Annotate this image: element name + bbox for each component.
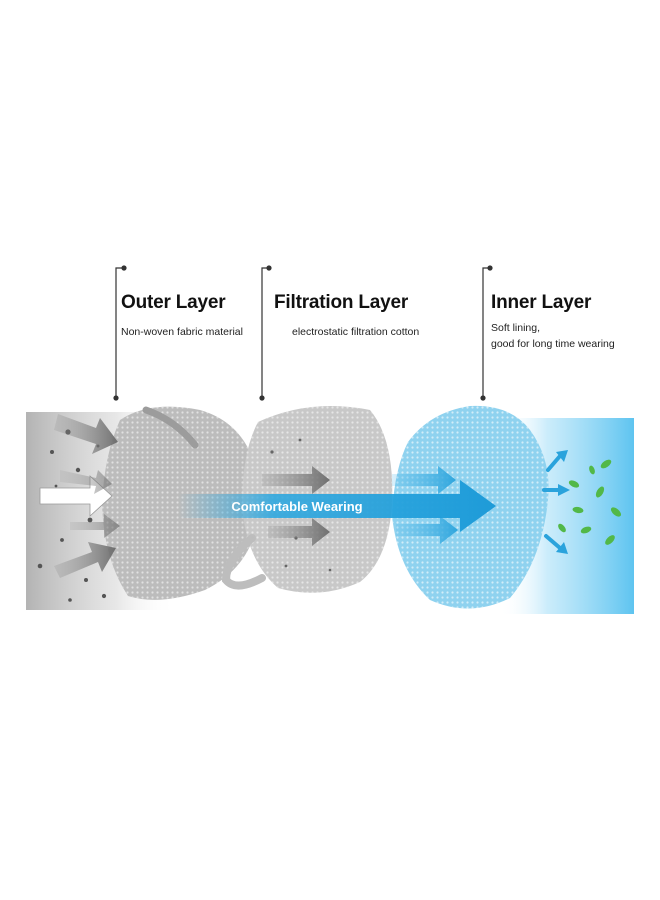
inner-layer-label: Inner Layer Soft lining, good for long t… xyxy=(491,292,615,352)
leaf-icon xyxy=(558,523,566,533)
arrow-in-5 xyxy=(70,514,120,538)
leader-line-filter xyxy=(261,267,269,398)
outer-layer-desc: Non-woven fabric material xyxy=(121,324,243,340)
arrow-in-1 xyxy=(54,414,118,454)
arrow-in-4 xyxy=(60,470,112,494)
inner-layer-desc-line-1: Soft lining, xyxy=(491,322,541,334)
flow-label: Comfortable Wearing xyxy=(231,499,362,514)
leaf-icon xyxy=(580,526,592,534)
leaf-icon xyxy=(572,506,584,514)
leaf-icon xyxy=(600,459,612,469)
filtration-layer-title: Filtration Layer xyxy=(274,292,409,313)
outer-layer-label: Outer Layer Non-woven fabric material xyxy=(121,292,243,340)
outer-layer-desc-line: Non-woven fabric material xyxy=(121,326,243,338)
arrow-in-2 xyxy=(39,475,113,517)
leader-line-outer xyxy=(115,267,124,398)
leaf-icon xyxy=(589,465,595,475)
filtration-layer-desc-line: electrostatic filtration cotton xyxy=(292,326,420,338)
leader-lines xyxy=(113,265,493,401)
incoming-air-arrows xyxy=(39,414,120,578)
leaf-icon xyxy=(595,486,605,498)
inner-air-arrows xyxy=(392,466,458,544)
arrow-in-3 xyxy=(54,542,116,578)
leaf-icon xyxy=(568,480,580,488)
filtration-layer-label: Filtration Layer electrostatic filtratio… xyxy=(274,292,419,340)
leaf-icon xyxy=(610,507,622,517)
fresh-leaves xyxy=(558,459,622,545)
comfortable-wearing-arrow: Comfortable Wearing xyxy=(178,480,496,532)
filter-air-arrows xyxy=(262,466,330,546)
leader-line-inner xyxy=(482,267,490,398)
outgoing-air-arrows xyxy=(542,450,570,554)
inner-layer-desc: Soft lining, good for long time wearing xyxy=(491,320,615,352)
inner-layer-title: Inner Layer xyxy=(491,292,592,313)
inner-layer-desc-line-2: good for long time wearing xyxy=(491,338,615,350)
outer-layer-title: Outer Layer xyxy=(121,292,226,313)
filtration-layer-desc: electrostatic filtration cotton xyxy=(292,324,419,340)
leaf-icon xyxy=(605,535,615,545)
